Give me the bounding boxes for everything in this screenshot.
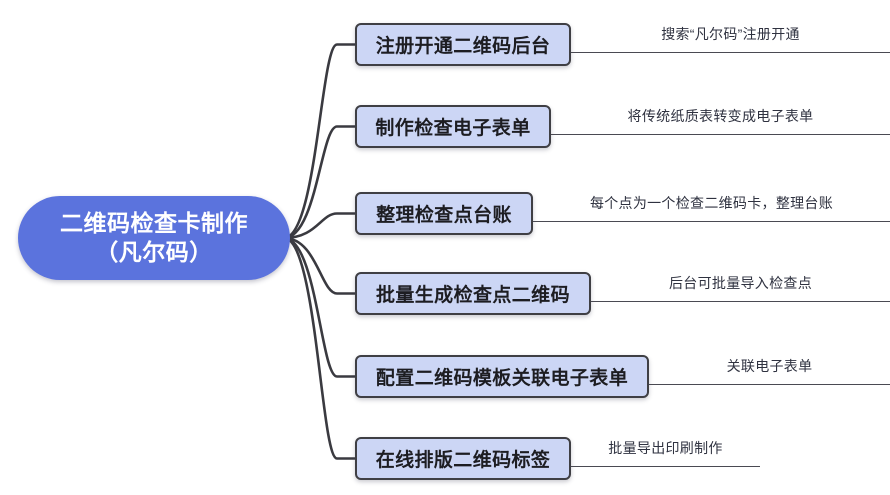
branch-node-2[interactable]: 制作检查电子表单 xyxy=(355,105,551,148)
connector-1 xyxy=(282,43,357,240)
branch-node-3[interactable]: 整理检查点台账 xyxy=(355,192,533,235)
annotation-rule-6 xyxy=(571,466,760,467)
branch-node-label: 注册开通二维码后台 xyxy=(375,36,551,57)
branch-node-1[interactable]: 注册开通二维码后台 xyxy=(355,23,571,66)
root-node-line: 二维码检查卡制作 xyxy=(60,210,248,237)
connector-2 xyxy=(282,125,357,240)
branch-node-label: 整理检查点台账 xyxy=(376,205,512,226)
branch-node-label: 批量生成检查点二维码 xyxy=(375,285,570,306)
connector-3 xyxy=(282,212,357,240)
annotation-text-6: 批量导出印刷制作 xyxy=(608,440,723,456)
branch-node-label: 配置二维码模板关联电子表单 xyxy=(375,368,629,389)
branch-node-6[interactable]: 在线排版二维码标签 xyxy=(355,437,571,480)
branch-node-4[interactable]: 批量生成检查点二维码 xyxy=(355,272,591,315)
root-node[interactable]: 二维码检查卡制作（凡尔码） xyxy=(18,196,290,280)
annotation-rule-5 xyxy=(649,384,890,385)
connector-6 xyxy=(282,236,357,460)
annotation-rule-2 xyxy=(551,134,890,135)
branch-node-5[interactable]: 配置二维码模板关联电子表单 xyxy=(355,355,649,398)
annotation-text-5: 关联电子表单 xyxy=(726,358,813,374)
annotation-text-2: 将传统纸质表转变成电子表单 xyxy=(627,108,814,124)
branch-node-label: 制作检查电子表单 xyxy=(375,118,531,139)
annotation-rule-1 xyxy=(571,52,890,53)
annotation-rule-4 xyxy=(591,301,890,302)
annotation-rule-3 xyxy=(533,221,890,222)
root-node-line: （凡尔码） xyxy=(95,239,213,265)
branch-node-label: 在线排版二维码标签 xyxy=(375,450,551,471)
annotation-text-1: 搜索“凡尔码”注册开通 xyxy=(661,26,800,42)
annotation-text-3: 每个点为一个检查二维码卡，整理台账 xyxy=(589,195,834,211)
connector-5 xyxy=(282,236,357,378)
annotation-text-4: 后台可批量导入检查点 xyxy=(669,275,812,291)
connector-4 xyxy=(282,236,357,295)
